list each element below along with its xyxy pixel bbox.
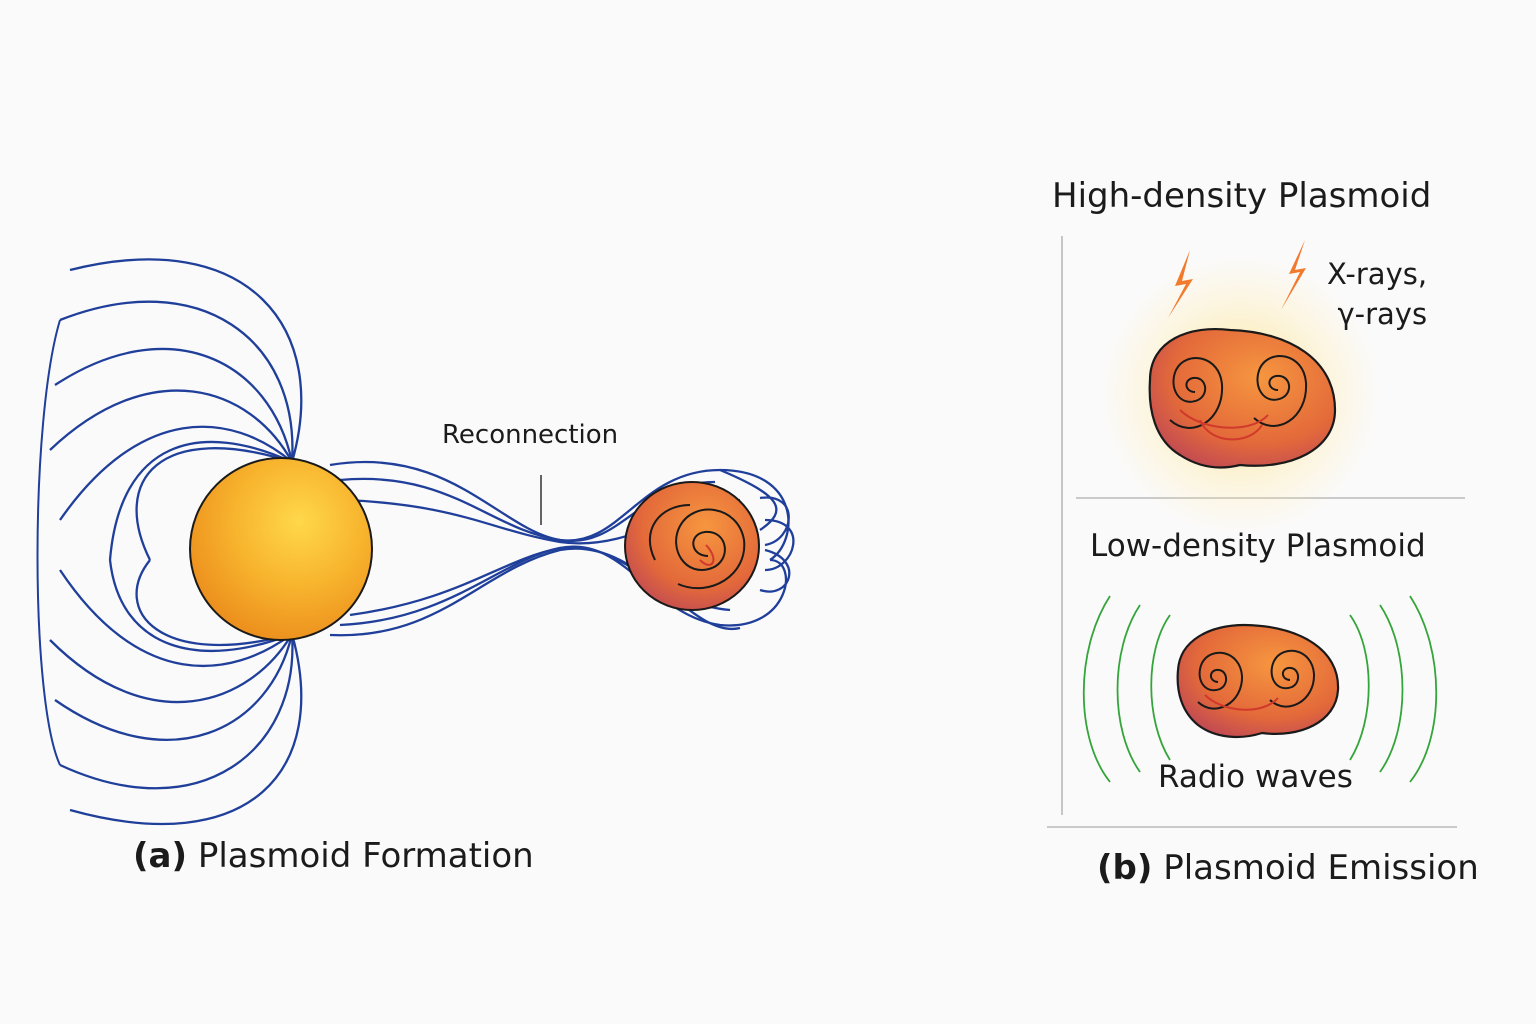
plasmoid-forming — [624, 481, 760, 611]
caption-a-text: Plasmoid Formation — [197, 836, 534, 876]
gamma-rays-label: γ-rays — [1337, 297, 1428, 331]
gamma-ray-burst-icon-left — [1168, 250, 1193, 318]
xrays-label: X-rays, — [1327, 257, 1428, 291]
low-density-title: Low-density Plasmoid — [1090, 528, 1426, 564]
field-lines-left — [36, 258, 303, 826]
radio-waves-right — [1349, 595, 1438, 783]
caption-a-prefix: (a) — [133, 836, 188, 876]
caption-b-text: Plasmoid Emission — [1163, 848, 1479, 888]
caption-a: (a) Plasmoid Formation — [133, 836, 534, 876]
field-lines-tail — [329, 460, 795, 637]
reconnection-label: Reconnection — [442, 420, 619, 450]
star — [189, 457, 373, 641]
gamma-ray-burst-icon-right — [1281, 240, 1306, 310]
radio-waves-left — [1082, 595, 1171, 783]
caption-b: (b) Plasmoid Emission — [1097, 848, 1479, 888]
plasmoid-high-density — [1148, 328, 1337, 469]
emission-label: X-rays, γ-rays — [1327, 254, 1427, 334]
radio-waves-label: Radio waves — [1158, 759, 1353, 795]
plasmoid-low-density — [1176, 623, 1340, 739]
high-density-title: High-density Plasmoid — [1052, 176, 1432, 216]
caption-b-prefix: (b) — [1097, 848, 1153, 888]
